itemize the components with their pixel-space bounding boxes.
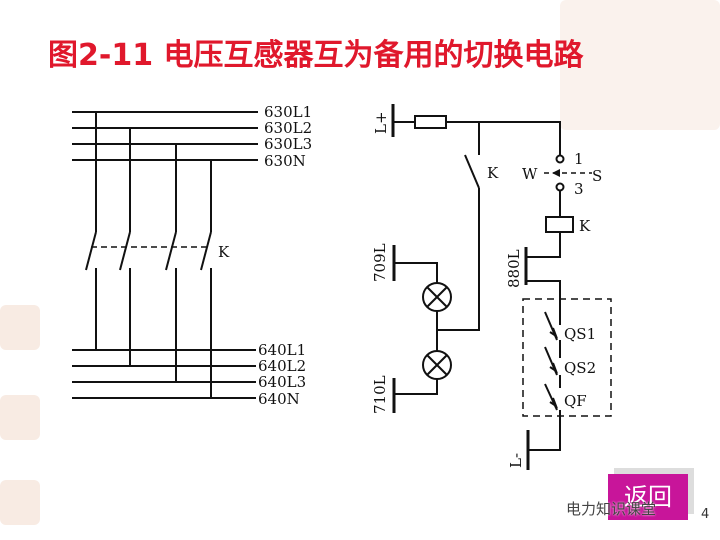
label-l-plus: L+ [372, 111, 390, 134]
label-qs1: QS1 [564, 325, 596, 343]
label-coil-k: K [579, 217, 591, 235]
label-pos-3: 3 [574, 180, 584, 198]
bus-label-640L3: 640L3 [258, 373, 306, 391]
decoration-left-2 [0, 395, 40, 440]
back-button[interactable]: 返回 [608, 474, 688, 520]
slide-title: 图2-11 电压互感器互为备用的切换电路 [48, 38, 584, 73]
lamp-1 [422, 282, 452, 312]
bus-label-640N: 640N [258, 390, 300, 408]
lamp-2 [422, 350, 452, 380]
label-880L: 880L [505, 249, 523, 288]
label-pos-1: 1 [574, 150, 584, 168]
bus-label-630N: 630N [264, 152, 306, 170]
label-qf: QF [564, 392, 587, 410]
watermark: 电力知识课堂 [566, 500, 657, 518]
decoration-left-3 [0, 480, 40, 525]
bus-label-630L2: 630L2 [264, 119, 312, 137]
label-qs2: QS2 [564, 359, 596, 377]
label-s: S [592, 167, 602, 185]
label-l-minus: L- [507, 453, 525, 468]
four-pole-switch-k [85, 112, 212, 398]
bottom-buses [72, 349, 256, 399]
label-contact-k: K [487, 164, 499, 182]
label-710L: 710L [371, 375, 389, 414]
page-number: 4 [701, 507, 710, 522]
bus-label-640L1: 640L1 [258, 341, 306, 359]
top-buses [72, 111, 258, 161]
label-w: W [522, 165, 538, 183]
bus-label-630L3: 630L3 [264, 135, 312, 153]
interlock-box [522, 298, 612, 417]
bus-label-640L2: 640L2 [258, 357, 306, 375]
decoration-top-right [560, 0, 720, 130]
decoration-left-1 [0, 305, 40, 350]
label-709L: 709L [371, 243, 389, 282]
switch-label-k: K [218, 243, 230, 261]
interlock-contacts [528, 299, 561, 451]
bus-label-630L1: 630L1 [264, 103, 312, 121]
